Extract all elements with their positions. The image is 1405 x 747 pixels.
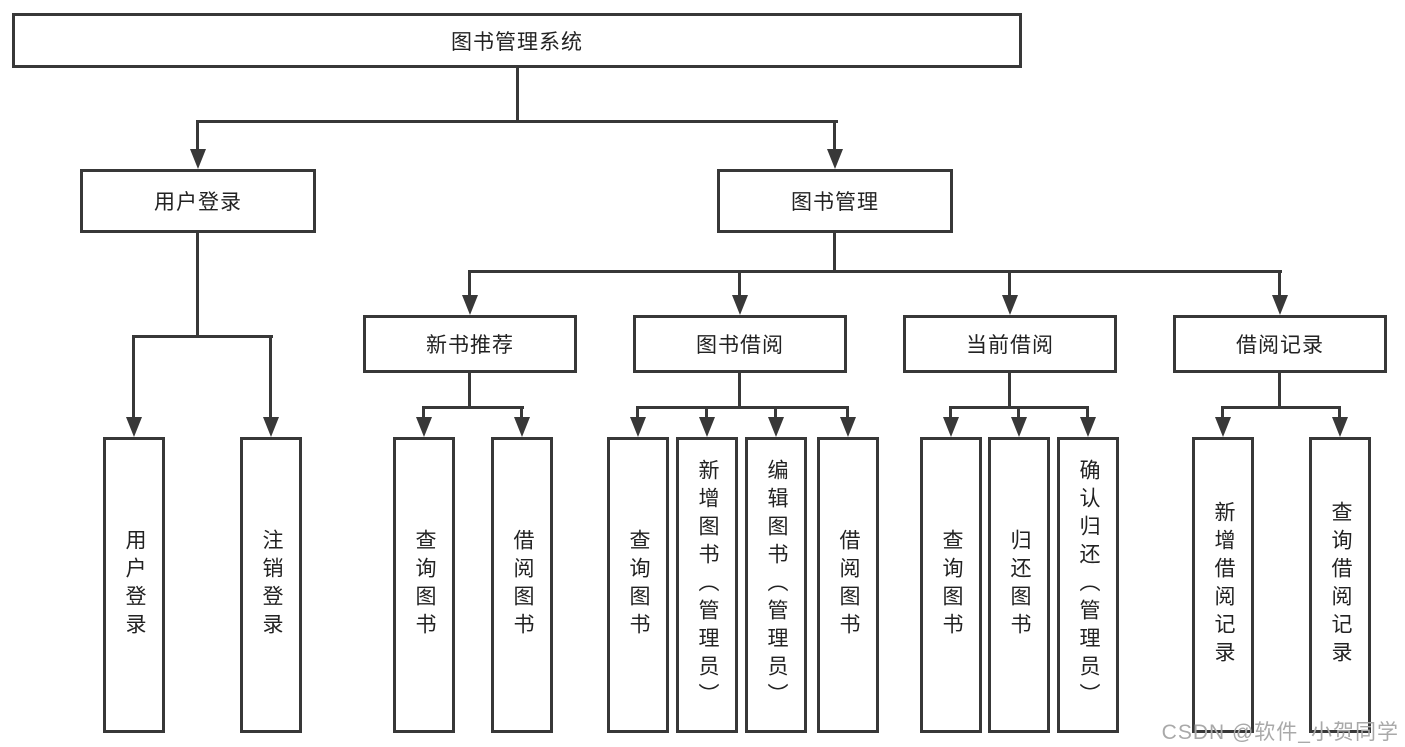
arrowhead-icon — [840, 417, 856, 437]
leaf-records-add-record: 新增借阅记录 — [1192, 437, 1254, 733]
connector-line — [1338, 406, 1341, 420]
node-current-borrow: 当前借阅 — [903, 315, 1117, 373]
connector-line — [468, 270, 1282, 273]
node-borrow-records: 借阅记录 — [1173, 315, 1387, 373]
connector-line — [1278, 270, 1281, 297]
connector-line — [1278, 373, 1281, 406]
arrowhead-icon — [1215, 417, 1231, 437]
leaf-borrow-add-books-admin-label: 新增图书（管理员） — [696, 459, 720, 711]
connector-line — [468, 373, 471, 406]
leaf-borrow-edit-books-admin: 编辑图书（管理员） — [745, 437, 807, 733]
connector-line — [705, 406, 708, 420]
arrowhead-icon — [1011, 417, 1027, 437]
connector-line — [846, 406, 849, 420]
connector-line — [196, 120, 199, 151]
arrowhead-icon — [630, 417, 646, 437]
leaf-newbook-borrow-books-label: 借阅图书 — [511, 529, 535, 641]
connector-line — [132, 335, 135, 419]
leaf-current-confirm-return-admin: 确认归还（管理员） — [1057, 437, 1119, 733]
leaf-current-confirm-return-admin-label: 确认归还（管理员） — [1077, 459, 1101, 711]
connector-line — [422, 406, 425, 420]
connector-line — [468, 270, 471, 297]
node-book-borrow: 图书借阅 — [633, 315, 847, 373]
connector-line — [637, 406, 849, 409]
leaf-borrow-query-books-label: 查询图书 — [627, 529, 651, 641]
connector-line — [269, 335, 272, 419]
leaf-user-login-label: 用户登录 — [123, 529, 147, 641]
leaf-newbook-borrow-books: 借阅图书 — [491, 437, 553, 733]
leaf-records-query-record: 查询借阅记录 — [1309, 437, 1371, 733]
leaf-current-query-books-label: 查询图书 — [940, 529, 964, 641]
arrowhead-icon — [943, 417, 959, 437]
leaf-borrow-add-books-admin: 新增图书（管理员） — [676, 437, 738, 733]
leaf-borrow-borrow-books-label: 借阅图书 — [837, 529, 861, 641]
connector-line — [516, 68, 519, 122]
node-new-book-recommend-label: 新书推荐 — [426, 334, 514, 357]
node-root-label: 图书管理系统 — [451, 30, 583, 54]
connector-line — [133, 335, 273, 338]
connector-line — [423, 406, 524, 409]
leaf-borrow-edit-books-admin-label: 编辑图书（管理员） — [765, 459, 789, 711]
arrowhead-icon — [514, 417, 530, 437]
connector-line — [1008, 373, 1011, 406]
arrowhead-icon — [1002, 295, 1018, 315]
arrowhead-icon — [827, 149, 843, 169]
leaf-current-return-books: 归还图书 — [988, 437, 1050, 733]
arrowhead-icon — [190, 149, 206, 169]
arrowhead-icon — [263, 417, 279, 437]
connector-line — [1086, 406, 1089, 420]
connector-line — [1008, 270, 1011, 297]
arrowhead-icon — [768, 417, 784, 437]
leaf-records-add-record-label: 新增借阅记录 — [1212, 501, 1236, 669]
leaf-records-query-record-label: 查询借阅记录 — [1329, 501, 1353, 669]
leaf-newbook-query-books-label: 查询图书 — [413, 529, 437, 641]
csdn-watermark: CSDN @软件_小贺同学 — [1161, 721, 1399, 744]
connector-line — [833, 120, 836, 151]
leaf-logout: 注销登录 — [240, 437, 302, 733]
arrowhead-icon — [699, 417, 715, 437]
connector-line — [1017, 406, 1020, 420]
node-borrow-records-label: 借阅记录 — [1236, 334, 1324, 357]
connector-line — [1221, 406, 1224, 420]
connector-line — [196, 233, 199, 335]
arrowhead-icon — [126, 417, 142, 437]
leaf-borrow-borrow-books: 借阅图书 — [817, 437, 879, 733]
connector-line — [738, 373, 741, 406]
node-book-borrow-label: 图书借阅 — [696, 334, 784, 357]
leaf-current-query-books: 查询图书 — [920, 437, 982, 733]
node-user-login: 用户登录 — [80, 169, 316, 233]
connector-line — [636, 406, 639, 420]
node-current-borrow-label: 当前借阅 — [966, 334, 1054, 357]
connector-line — [197, 120, 838, 123]
node-book-management-label: 图书管理 — [791, 191, 879, 214]
connector-line — [520, 406, 523, 420]
connector-line — [738, 270, 741, 297]
arrowhead-icon — [1080, 417, 1096, 437]
connector-line — [949, 406, 952, 420]
arrowhead-icon — [732, 295, 748, 315]
arrowhead-icon — [416, 417, 432, 437]
connector-line — [833, 233, 836, 270]
arrowhead-icon — [462, 295, 478, 315]
arrowhead-icon — [1272, 295, 1288, 315]
node-book-management: 图书管理 — [717, 169, 953, 233]
connector-line — [1222, 406, 1341, 409]
node-root-library-system: 图书管理系统 — [12, 13, 1022, 68]
leaf-borrow-query-books: 查询图书 — [607, 437, 669, 733]
leaf-logout-label: 注销登录 — [260, 529, 284, 641]
leaf-current-return-books-label: 归还图书 — [1008, 529, 1032, 641]
leaf-newbook-query-books: 查询图书 — [393, 437, 455, 733]
connector-line — [774, 406, 777, 420]
arrowhead-icon — [1332, 417, 1348, 437]
node-user-login-label: 用户登录 — [154, 191, 242, 214]
leaf-user-login: 用户登录 — [103, 437, 165, 733]
node-new-book-recommend: 新书推荐 — [363, 315, 577, 373]
